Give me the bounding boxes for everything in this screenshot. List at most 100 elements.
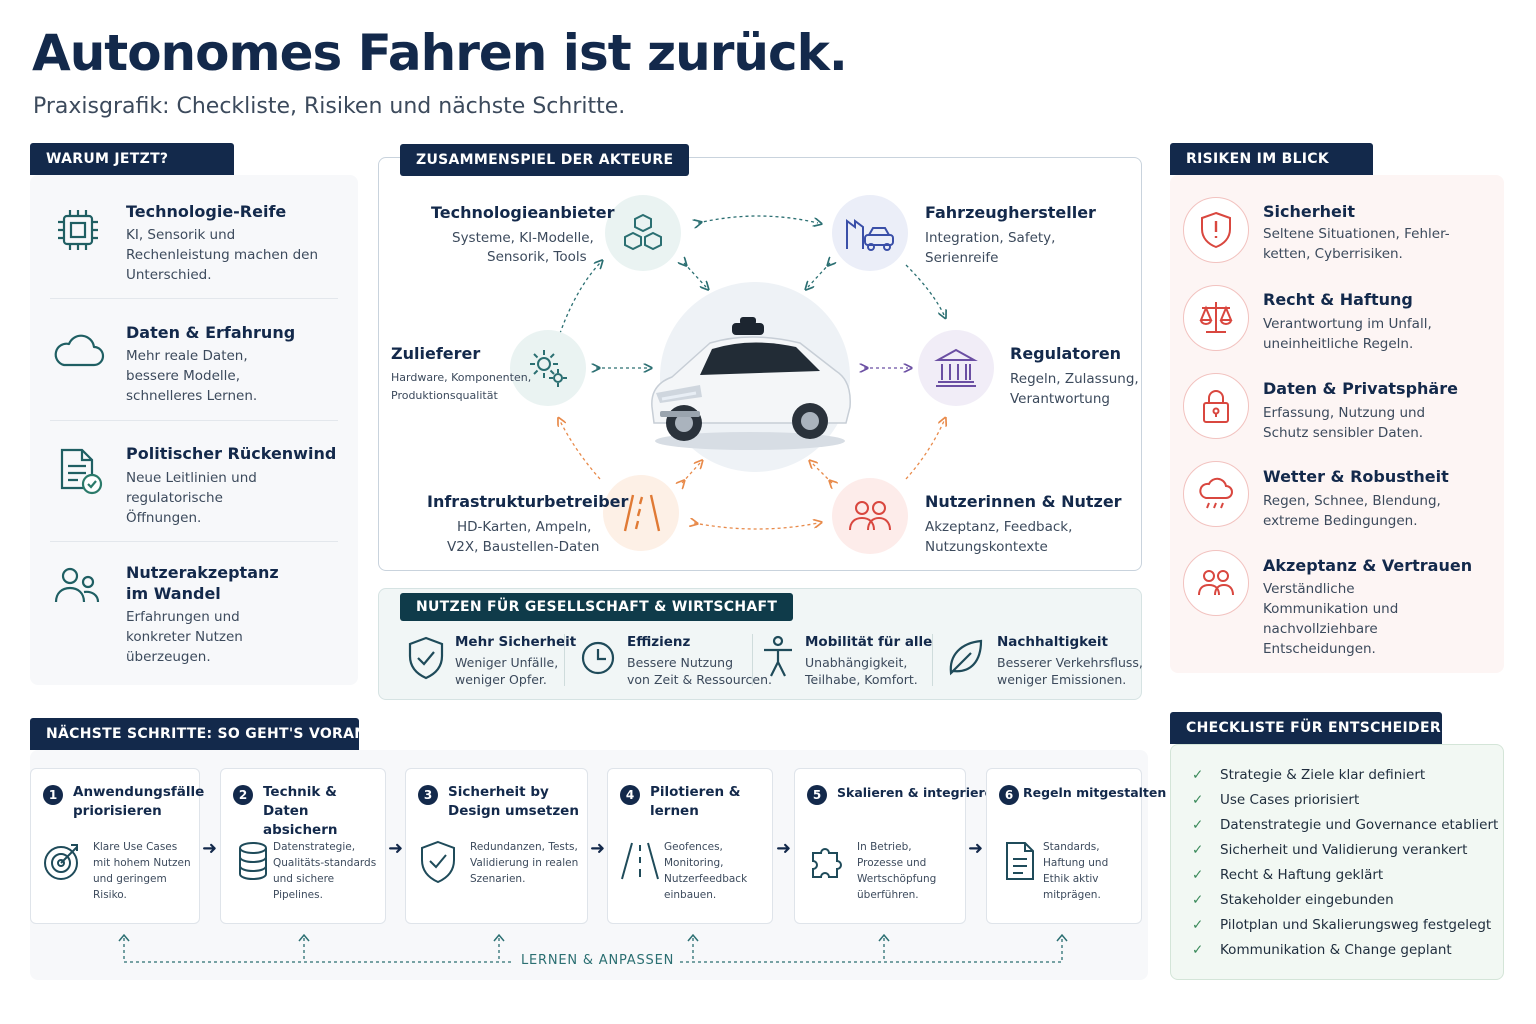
benefit-title: Mehr Sicherheit (455, 634, 577, 650)
actor-name: Regulatoren (1010, 344, 1122, 363)
autonomous-car-icon (651, 317, 851, 450)
step-title: Sicherheit by Design umsetzen (448, 784, 579, 819)
risk-title: Wetter & Robustheit (1263, 467, 1449, 486)
benefit-text: Teilhabe, Komfort. (805, 672, 918, 687)
feedback-loop (118, 933, 1068, 963)
checklist-item: ✓Stakeholder eingebunden (1192, 892, 1394, 908)
shield-check-icon (421, 840, 455, 883)
actor-desc: Nutzungskontexte (925, 539, 1048, 555)
step-number: 1 (43, 785, 63, 805)
checklist-item: ✓Recht & Haftung geklärt (1192, 867, 1383, 883)
step-card-3: 3 Sicherheit by Design umsetzen Redundan… (405, 768, 588, 924)
divider (50, 420, 338, 421)
why-item-data: Daten & Erfahrung Mehr reale Daten, bess… (50, 323, 340, 413)
check-icon: ✓ (1192, 917, 1204, 933)
benefit-text: weniger Opfer. (455, 672, 547, 687)
step-title: Regeln mitgestalten (1023, 785, 1167, 800)
why-item-title: Daten & Erfahrung (126, 323, 296, 342)
step-title: Pilotieren & lernen (650, 784, 741, 819)
actor-desc: Serienreife (925, 250, 999, 266)
step-number: 6 (999, 785, 1019, 805)
step-card-4: 4 Pilotieren & lernen Geofences, Monitor… (607, 768, 773, 924)
step-number: 4 (620, 785, 640, 805)
checklist-label: Strategie & Ziele klar definiert (1220, 767, 1426, 783)
why-item-politics: Politischer Rückenwind Neue Leitlinien u… (50, 444, 340, 534)
step-text: Standards, Haftung und Ethik aktiv mitpr… (1043, 841, 1109, 901)
divider (50, 541, 338, 542)
risk-title: Recht & Haftung (1263, 290, 1413, 309)
actor-desc: Regeln, Zulassung, (1010, 371, 1139, 387)
actor-desc: Hardware, Komponenten, (391, 371, 532, 384)
actor-name: Fahrzeughersteller (925, 203, 1096, 222)
document-icon (1006, 842, 1034, 880)
shield-alert-icon (1201, 211, 1231, 249)
arrow-right-icon: ➜ (776, 838, 792, 859)
risk-title: Daten & Privatsphäre (1263, 379, 1458, 398)
arrow-right-icon: ➜ (968, 838, 984, 859)
cloud-icon (54, 334, 105, 367)
actor-name: Infrastrukturbetreiber (427, 492, 629, 511)
checklist-label: Pilotplan und Skalierungsweg festgelegt (1220, 917, 1492, 933)
why-item-technology: Technologie-Reife KI, Sensorik und Reche… (50, 202, 340, 292)
cubes-icon (624, 213, 662, 251)
actor-desc: HD-Karten, Ampeln, (457, 519, 592, 535)
leaf-icon (949, 639, 983, 676)
risk-icon-wrap (1183, 285, 1249, 351)
step-card-5: 5 Skalieren & integrieren In Betrieb, Pr… (794, 768, 1002, 924)
step-number: 5 (807, 785, 827, 805)
actors-tag: ZUSAMMENSPIEL DER AKTEURE (400, 144, 690, 176)
benefit-text: Bessere Nutzung (627, 655, 734, 670)
checklist-label: Sicherheit und Validierung verankert (1220, 842, 1468, 858)
checklist-item: ✓ Sicherheit und Validierung verankert (1192, 842, 1467, 858)
actor-circle-infrastructure (603, 475, 679, 551)
clock-icon (581, 641, 615, 675)
shield-check-icon (408, 636, 444, 680)
lock-icon (1203, 390, 1229, 423)
checklist-item: ✓ Pilotplan und Skalierungsweg festgelegt (1192, 917, 1491, 933)
actor-desc: Akzeptanz, Feedback, (925, 519, 1073, 535)
actor-circle-oem (832, 195, 908, 271)
risk-text: Verständliche Kommunikation und nachvoll… (1263, 581, 1399, 657)
actor-desc: Systeme, KI-Modelle, (452, 230, 594, 246)
rain-cloud-icon (1199, 477, 1233, 509)
why-item-text: Mehr reale Daten, bessere Modelle, schne… (126, 348, 258, 404)
steps-tag: NÄCHSTE SCHRITTE: SO GEHT'S VORAN (30, 718, 366, 750)
why-now-tag: WARUM JETZT? (30, 143, 234, 175)
database-icon (239, 842, 267, 881)
benefit-text: Unabhängigkeit, (805, 655, 908, 670)
actor-desc: V2X, Baustellen-Daten (447, 539, 600, 555)
risk-title: Sicherheit (1263, 202, 1355, 221)
step-text: Redundanzen, Tests, Validierung in reale… (470, 841, 579, 885)
actor-desc: Sensorik, Tools (487, 249, 587, 265)
check-icon: ✓ (1192, 767, 1204, 783)
checklist-item: ✓ Strategie & Ziele klar definiert (1192, 767, 1425, 783)
risk-text: Verantwortung im Unfall, uneinheitliche … (1263, 316, 1432, 352)
risk-text: Seltene Situationen, Fehler-ketten, Cybe… (1263, 226, 1450, 262)
check-icon: ✓ (1192, 842, 1204, 858)
why-item-acceptance: Nutzerakzeptanz im Wandel Erfahrungen un… (50, 562, 340, 672)
risk-icon-wrap (1183, 461, 1249, 527)
check-icon: ✓ (1192, 792, 1204, 808)
why-item-title: Technologie-Reife (126, 202, 287, 221)
checklist-label: Use Cases priorisiert (1220, 792, 1360, 808)
divider (564, 634, 565, 686)
road-icon (623, 494, 661, 532)
arrow-right-icon: ➜ (202, 838, 218, 859)
government-building-icon (934, 348, 978, 387)
divider (50, 298, 338, 299)
checklist-label: Datenstrategie und Governance etabliert (1220, 817, 1499, 833)
checklist-item: ✓ Datenstrategie und Governance etabliert (1192, 817, 1498, 833)
actor-circle-users (832, 478, 908, 554)
risk-title: Akzeptanz & Vertrauen (1263, 556, 1473, 575)
actor-desc: Integration, Safety, (925, 230, 1056, 246)
checklist-label: Recht & Haftung geklärt (1220, 867, 1384, 883)
page-title: Autonomes Fahren ist zurück. (32, 24, 848, 82)
check-icon: ✓ (1192, 817, 1204, 833)
step-card-6: 6 Regeln mitgestalten Standards, Haftung… (986, 768, 1166, 924)
benefits-tag: NUTZEN FÜR GESELLSCHAFT & WIRTSCHAFT (400, 593, 794, 621)
checklist-label: Stakeholder eingebunden (1220, 892, 1394, 908)
users-icon (54, 567, 100, 603)
benefit-text: weniger Emissionen. (997, 672, 1127, 687)
risk-icon-wrap (1183, 550, 1249, 616)
step-text: In Betrieb, Prozesse und Wertschöpfung ü… (857, 841, 937, 901)
